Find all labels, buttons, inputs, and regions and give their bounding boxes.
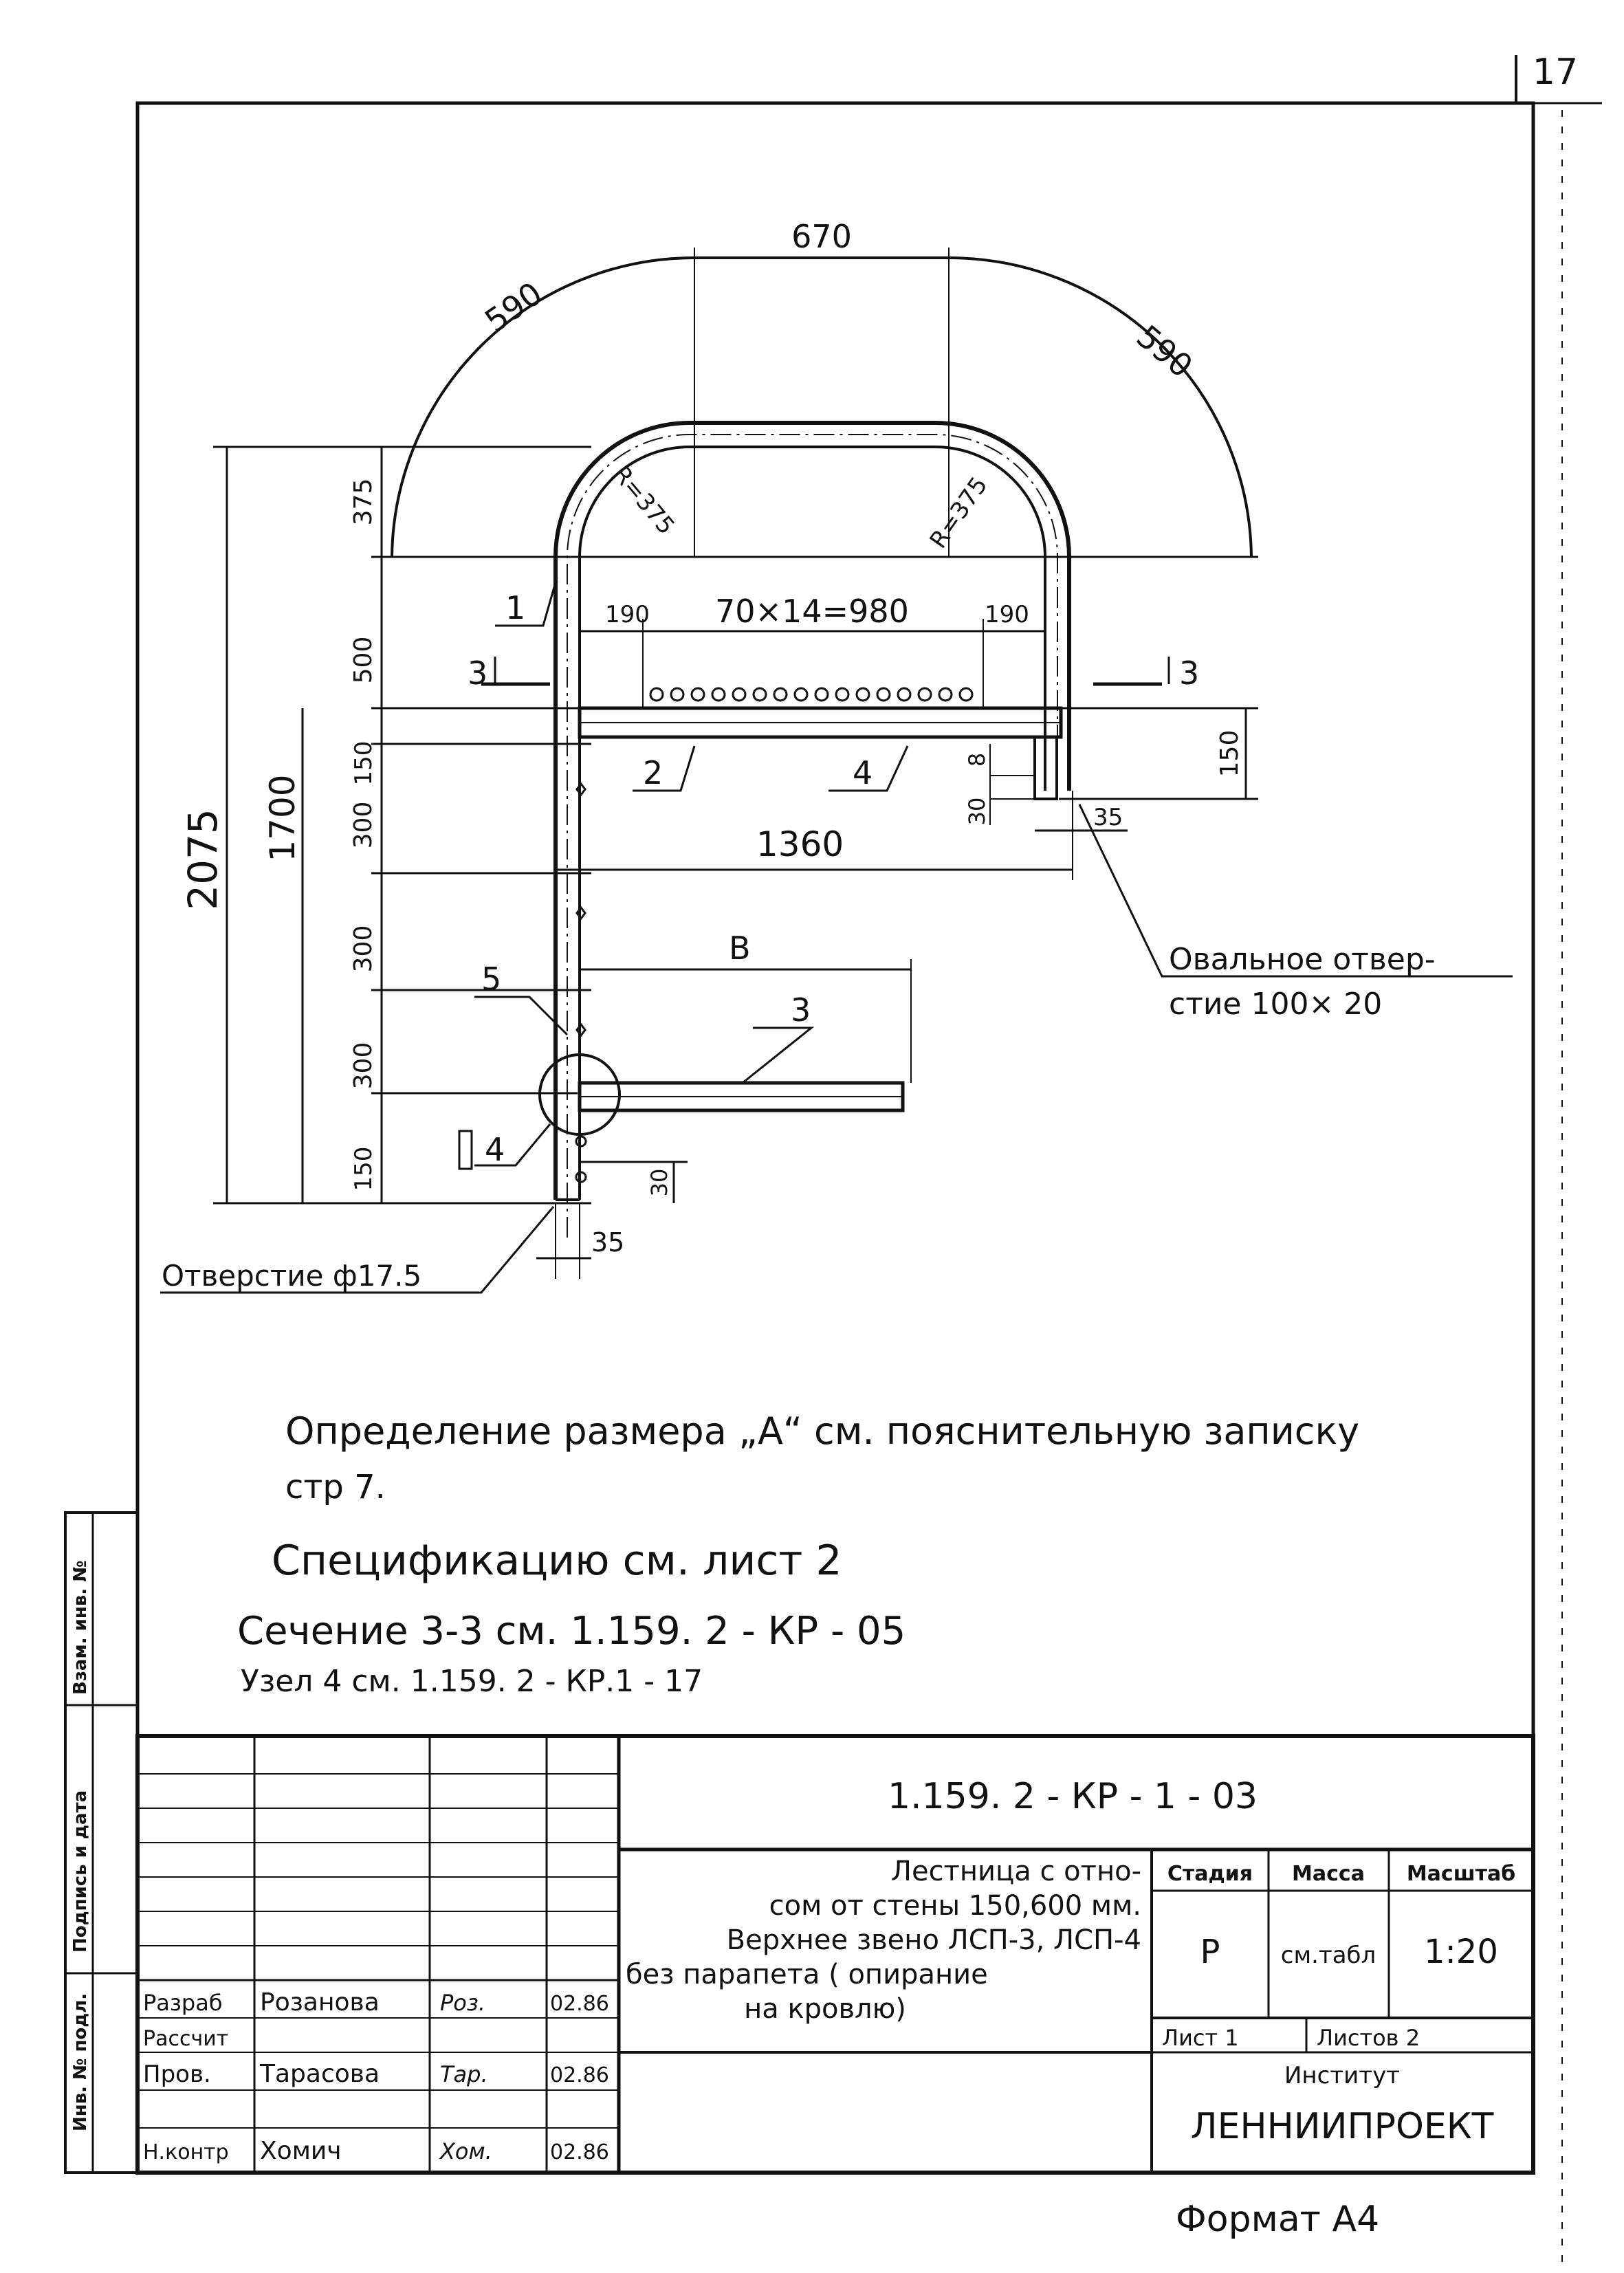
dim-rung-pitch: 70×14=980 [715,593,909,630]
callout-item-1: 1 [505,589,525,626]
date-developer: 02.86 [550,1992,609,2016]
hanger-plate [1033,736,1058,800]
value-scale: 1:20 [1424,1933,1498,1971]
hole-note: Отверстие ф17.5 [162,1259,421,1293]
post-bolts [575,782,587,1183]
role-checked: Пров. [143,2061,211,2088]
value-mass: см.табл [1281,1942,1376,1969]
stamp-signature-date: Подпись и дата [70,1790,91,1953]
title-line-5: на кровлю) [744,1993,906,2025]
callout-item-3: 3 [791,991,811,1029]
header-stage: Стадия [1167,1862,1253,1886]
name-developer: Розанова [260,1988,380,2017]
dim-radius-right: R=375 [925,472,994,553]
format-label: Формат А4 [1176,2199,1379,2240]
dim-1700: 1700 [263,774,303,861]
sheet-label: Лист 1 [1162,2025,1239,2051]
dim-8: 8 [964,753,990,767]
institute-label: Институт [1284,2062,1400,2089]
date-checked: 02.86 [550,2063,609,2087]
dimension-lines [213,248,1258,1279]
note-node: Узел 4 см. 1.159. 2 - КР.1 - 17 [241,1664,703,1699]
dim-30: 30 [964,798,990,826]
title-block-frame [135,1734,1535,2175]
title-line-3: Верхнее звено ЛСП-3, ЛСП-4 [727,1924,1141,1956]
callout-labels: 1 2 4 5 3 4 3 3 Овальное отвер- стие 100… [162,589,1436,1293]
note-page-ref: стр 7. [285,1468,386,1506]
stringer-outer [553,421,1071,1200]
dim-30-bottom: 30 [646,1169,672,1197]
name-norm-control: Хомич [260,2137,342,2165]
title-line-1: Лестница с отно- [891,1856,1141,1887]
header-scale: Масштаб [1407,1862,1515,1886]
node-circle [538,1053,621,1136]
dim-500: 500 [349,637,377,684]
dim-35-bottom: 35 [591,1227,624,1258]
rung-holes [649,687,974,702]
sign-norm-control: Хом. [439,2138,492,2164]
institute-name: ЛЕННИИПРОЕКТ [1191,2106,1494,2147]
dim-overall-height: 2075 [179,809,226,910]
dim-150a: 150 [350,741,377,786]
stringer-inner [578,446,1046,1200]
date-norm-control: 02.86 [550,2140,609,2164]
dim-150b: 150 [350,1147,377,1192]
drawing-code: 1.159. 2 - КР - 1 - 03 [888,1776,1258,1817]
title-line-2: сом от стены 150,600 мм. [769,1890,1141,1922]
dim-375: 375 [349,479,377,526]
dim-top-span: 670 [791,218,852,255]
name-checked: Тарасова [259,2060,380,2088]
dim-150-right: 150 [1216,730,1244,778]
oval-hole-note-1: Овальное отвер- [1169,942,1436,977]
note-specification: Спецификацию см. лист 2 [272,1537,842,1585]
title-line-4: без парапета ( опирание [626,1959,988,1990]
dim-300a: 300 [349,802,377,849]
section-mark-left: 3 [468,655,487,692]
role-norm-control: Н.контр [143,2140,229,2164]
dim-b: B [729,930,751,967]
dim-arc-left: 590 [478,274,549,340]
section-mark-right: 3 [1179,655,1199,692]
dim-rung-left: 190 [605,601,650,628]
note-dimension-a: Определение размера „А“ см. пояснительну… [285,1409,1360,1453]
dim-35-top: 35 [1093,804,1123,831]
note-section: Сечение 3-3 см. 1.159. 2 - КР - 05 [237,1609,906,1654]
callout-item-5: 5 [481,960,501,998]
dim-radius-left: R=375 [607,461,680,540]
callout-item-4: 4 [853,754,873,791]
value-stage: Р [1200,1933,1220,1971]
header-mass: Масса [1292,1862,1365,1886]
callout-node-4: 4 [485,1131,505,1168]
role-calculated: Рассчит [143,2027,228,2051]
role-developer: Разраб [143,1990,223,2016]
bracket-left [458,1130,473,1170]
dim-300b: 300 [349,925,377,973]
oval-hole-note-2: стие 100× 20 [1169,987,1382,1022]
dim-300c: 300 [349,1042,377,1090]
callout-item-2: 2 [643,754,663,791]
center-line [567,434,1058,1238]
ladder-drawing [391,256,1253,1238]
stamp-vzam-inv: Взам. инв. № [70,1561,91,1695]
stamp-inv-podl: Инв. № подл. [70,1993,91,2131]
sheets-label: Листов 2 [1317,2025,1420,2051]
sheet-number: 17 [1533,52,1578,93]
sign-checked: Тар. [440,2061,488,2087]
sign-developer: Роз. [440,1990,485,2016]
title-block: 1.159. 2 - КР - 1 - 03 Лестница с отно- … [143,1776,1515,2165]
side-stamp: Инв. № подл. Подпись и дата Взам. инв. № [64,1511,139,2174]
dim-rung-right: 190 [985,601,1029,628]
dim-platform-width: 1360 [756,824,844,864]
leader-lines [160,577,1513,1294]
